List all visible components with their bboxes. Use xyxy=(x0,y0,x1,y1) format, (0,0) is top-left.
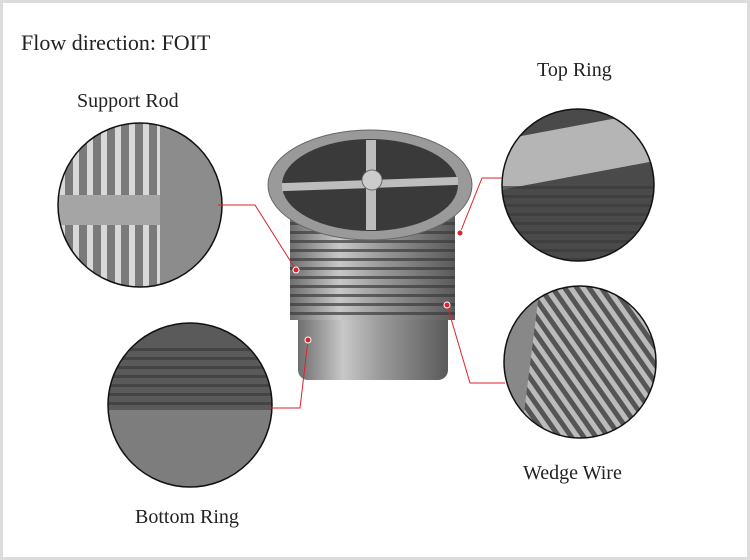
bottom-ring-label: Bottom Ring xyxy=(135,506,239,528)
leader-lines xyxy=(218,177,505,409)
top-ring-marker xyxy=(456,229,464,237)
top-ring-label: Top Ring xyxy=(537,59,612,81)
bottom-ring-detail xyxy=(107,322,273,488)
wedge-wire-detail xyxy=(503,285,657,439)
wedge-wire-marker xyxy=(443,301,451,309)
wedge-wire-leader xyxy=(446,304,505,384)
support-rod-label: Support Rod xyxy=(77,90,179,112)
support-rod-marker xyxy=(292,266,300,274)
support-rod-leader xyxy=(218,204,297,271)
bottom-ring-leader xyxy=(270,339,309,409)
screen-cylinder xyxy=(267,129,473,380)
top-ring-leader xyxy=(459,177,502,234)
top-ring-detail xyxy=(501,108,655,262)
bottom-ring-marker xyxy=(304,336,312,344)
diagram-title: Flow direction: FOIT xyxy=(21,30,211,55)
support-rod-detail xyxy=(57,122,223,288)
wedge-wire-label: Wedge Wire xyxy=(523,462,622,484)
